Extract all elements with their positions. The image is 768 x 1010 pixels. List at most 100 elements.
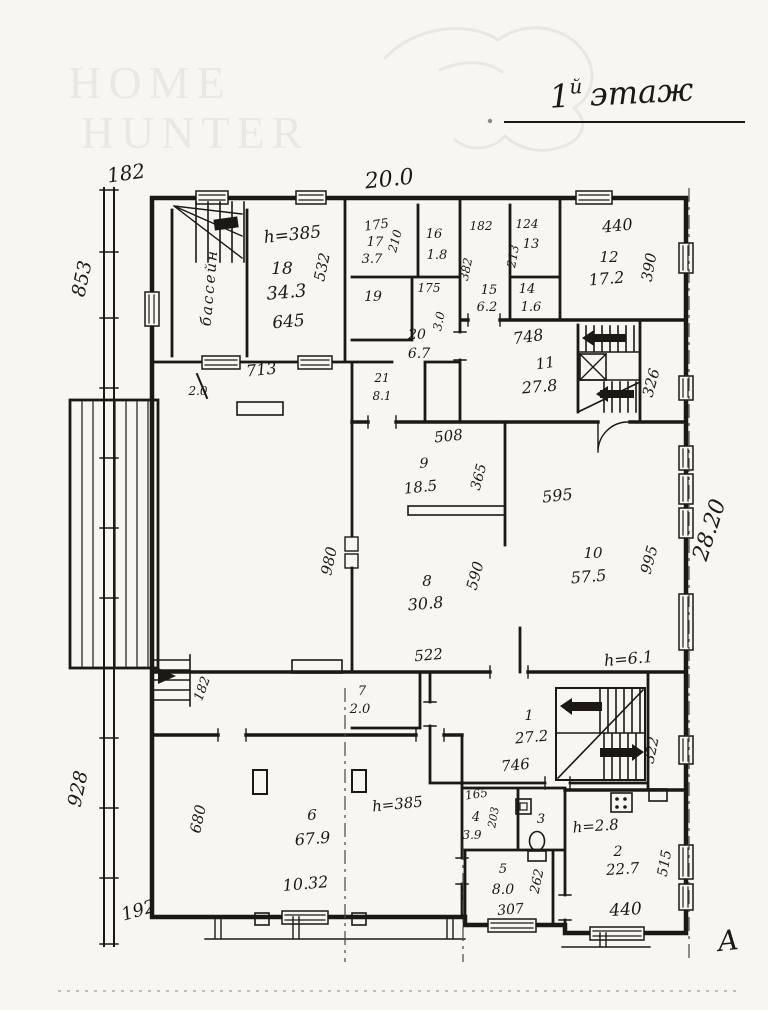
r20-depth: 3.0 — [430, 310, 448, 332]
r15-area: 6.2 — [477, 300, 498, 315]
r8-depth: 590 — [463, 559, 488, 592]
r9-area: 18.5 — [403, 476, 438, 497]
r17-depth: 210 — [385, 228, 405, 255]
r9-number: 9 — [420, 456, 429, 472]
watermark-line2: HUNTER — [81, 107, 310, 158]
r10-depth: 995 — [637, 544, 662, 576]
stairs-hall-left — [151, 654, 191, 707]
porch-post-left — [254, 912, 270, 926]
r6-area: 67.9 — [294, 828, 331, 850]
r8-area: 30.8 — [407, 593, 444, 615]
stairs-room11 — [576, 325, 642, 414]
r2-height: h=2.8 — [572, 815, 619, 836]
r4-depth: 203 — [485, 806, 502, 830]
hall-door-dim: 2.0 — [187, 384, 207, 398]
stairs-top-left — [173, 201, 245, 263]
r1-width: 746 — [500, 755, 531, 776]
windows — [144, 190, 694, 941]
r5-depth: 262 — [527, 868, 547, 896]
r11-depth: 326 — [639, 366, 664, 399]
toilet-icon — [527, 830, 547, 862]
room6-pillar-left — [252, 769, 268, 795]
r5-area: 8.0 — [492, 882, 514, 898]
r8-number: 8 — [422, 572, 432, 590]
hall-radiator-top — [236, 401, 284, 416]
stairs-room1 — [555, 687, 646, 781]
washer-icon — [610, 792, 633, 813]
main-partition-walls — [150, 318, 688, 792]
hall-depth: 980 — [317, 545, 341, 577]
r11-area: 27.8 — [520, 376, 558, 398]
r1-area: 27.2 — [513, 727, 549, 748]
dim-top-width: 20.0 — [363, 165, 415, 195]
fixtures — [236, 401, 668, 926]
r10-number: 10 — [583, 544, 603, 562]
r6-depth: 680 — [186, 803, 210, 835]
r16-area: 1.8 — [427, 248, 448, 263]
r10-height: h=6.1 — [603, 647, 654, 670]
r20-area: 6.7 — [408, 346, 430, 362]
r18-number: 18 — [271, 259, 293, 279]
r2-area: 22.7 — [604, 859, 640, 879]
dim-left-upper: 853 — [68, 259, 97, 299]
room9-counter — [407, 505, 506, 516]
r20-number: 20 — [407, 327, 426, 343]
r17-width: 175 — [363, 216, 390, 234]
axis-letter: А — [714, 923, 741, 958]
r6-width: 10.32 — [282, 872, 329, 895]
r12-depth: 390 — [638, 251, 661, 283]
r12-number: 12 — [599, 248, 618, 266]
r4-number: 4 — [471, 810, 480, 825]
r13-width: 124 — [516, 217, 539, 231]
r18-area: 34.3 — [266, 280, 308, 304]
r1-depth: 322 — [641, 735, 662, 765]
r6-height: h=385 — [371, 792, 423, 815]
watermark-line1: HOME — [68, 57, 231, 108]
terrace — [68, 398, 160, 670]
title-superscript: й — [569, 74, 583, 99]
r14-number: 14 — [519, 282, 536, 297]
sink-icon — [515, 798, 532, 815]
r11-number: 11 — [535, 353, 556, 373]
r5-number: 5 — [499, 862, 507, 877]
r14-area: 1.6 — [521, 300, 542, 315]
r5-width: 307 — [497, 901, 525, 919]
r12-area: 17.2 — [588, 268, 625, 290]
r20-width: 175 — [418, 281, 441, 295]
r10-width: 595 — [541, 484, 573, 506]
r9-width: 508 — [433, 426, 463, 447]
r13-number: 13 — [523, 237, 540, 252]
r6-number: 6 — [307, 806, 317, 824]
interior-walls — [150, 196, 650, 935]
r21-area: 8.1 — [372, 389, 391, 403]
home-hunter-watermark: HOME HUNTER — [68, 26, 594, 158]
r7-width: 522 — [414, 645, 444, 665]
r2-number: 2 — [613, 844, 623, 860]
r2-depth: 515 — [655, 849, 675, 878]
door-openings — [195, 313, 651, 948]
r17-number: 17 — [367, 235, 384, 250]
r13-depth: 213 — [504, 243, 522, 269]
r16-number: 16 — [426, 227, 443, 242]
porch-post-right — [351, 912, 367, 926]
r18-width: 645 — [272, 311, 306, 334]
title-number: 1 — [549, 77, 571, 116]
r15-depth: 382 — [457, 257, 475, 282]
r4-area: 3.9 — [462, 828, 481, 842]
dim-left-lower: 928 — [64, 769, 93, 809]
hall-stair-dim: 182 — [191, 675, 214, 703]
shelf-icon — [648, 788, 668, 802]
hall-width: 713 — [245, 358, 277, 380]
r2-width: 440 — [608, 899, 643, 921]
r7-number: 7 — [358, 684, 367, 699]
r15-width: 182 — [470, 219, 493, 233]
r3-number: 3 — [537, 812, 545, 827]
title-word: этаж — [589, 70, 695, 113]
axis-lines — [344, 188, 690, 962]
dim-bottom-left: 192 — [119, 896, 158, 926]
r21-number: 21 — [373, 371, 389, 385]
r10-area: 57.5 — [570, 566, 607, 588]
